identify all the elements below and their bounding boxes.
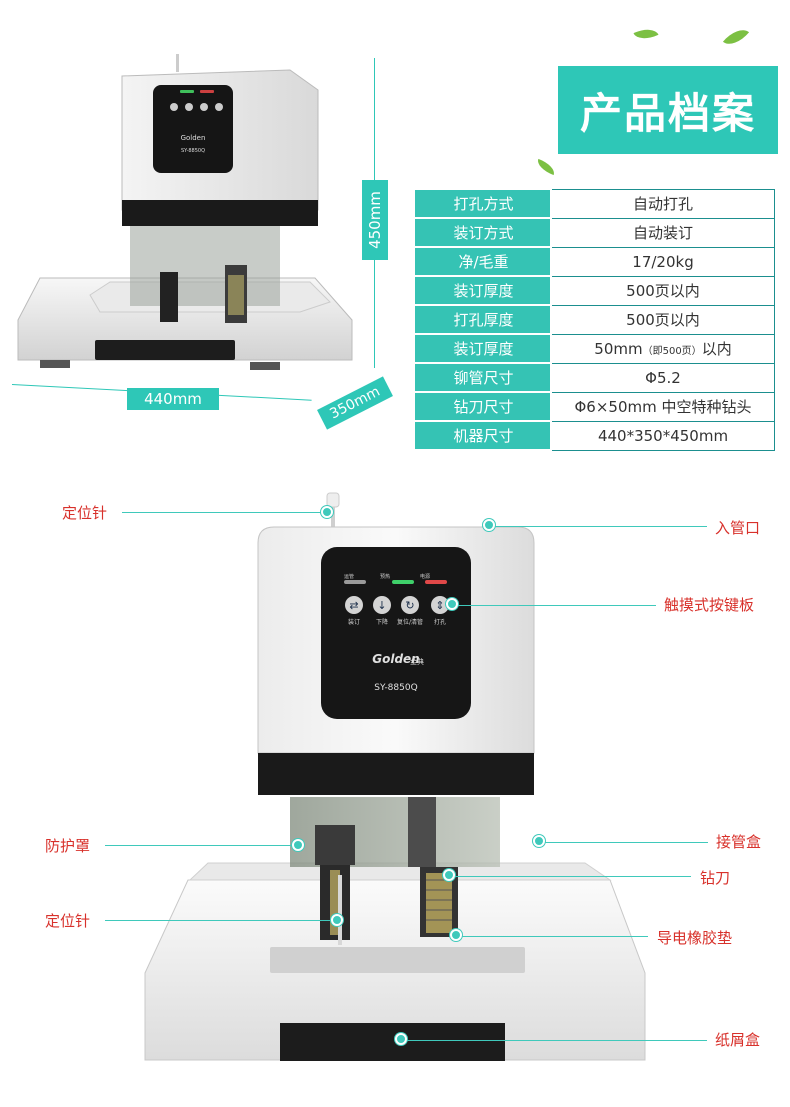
svg-text:SY-8850Q: SY-8850Q (181, 148, 205, 154)
button-label: 打孔 (433, 619, 446, 626)
table-row: 打孔厚度 500页以内 (415, 304, 775, 335)
spec-key: 装订厚度 (415, 333, 552, 364)
machine-small-illustration: Golden SY-8850Q (17, 54, 353, 370)
spec-key: 装订厚度 (415, 275, 552, 306)
callout-tube-inlet: 入管口 (715, 519, 761, 537)
spec-value: 500页以内 (550, 304, 775, 335)
callout-dot (446, 598, 458, 610)
spec-value: Φ6×50mm 中空特种钻头 (550, 391, 775, 422)
table-row: 净/毛重 17/20kg (415, 246, 775, 277)
spec-value: 自动装订 (550, 217, 775, 248)
leaf-decoration (534, 158, 558, 176)
callout-dot (395, 1033, 407, 1045)
callout-drill: 钻刀 (700, 869, 731, 887)
indicator-label: 运管 (344, 574, 355, 580)
callout-line (495, 526, 707, 527)
callout-touch-panel: 触摸式按键板 (664, 596, 755, 614)
callout-dot (331, 914, 343, 926)
spec-key: 净/毛重 (415, 246, 552, 277)
indicator-light (425, 580, 447, 584)
spec-value: 17/20kg (550, 246, 775, 277)
callout-positioning-pin-top: 定位针 (62, 504, 108, 522)
spec-value: 自动打孔 (550, 188, 775, 219)
leaf-decoration (722, 23, 750, 51)
table-row: 铆管尺寸 Φ5.2 (415, 362, 775, 393)
leaf-decoration (633, 23, 659, 45)
spec-key: 机器尺寸 (415, 420, 552, 451)
callout-rubber-pad: 导电橡胶垫 (657, 929, 733, 947)
callout-dot (533, 835, 545, 847)
callout-line (105, 845, 295, 846)
callout-line (407, 1040, 707, 1041)
callout-tube-box: 接管盒 (716, 833, 762, 851)
callout-line (455, 876, 691, 877)
indicator-light (392, 580, 414, 584)
table-row: 装订厚度 500页以内 (415, 275, 775, 306)
spec-value-main: 50mm (594, 340, 643, 358)
spec-value: 50mm（即500页）以内 (550, 333, 775, 364)
indicator-label: 预热 (380, 574, 391, 580)
callout-dot (321, 506, 333, 518)
spec-key: 装订方式 (415, 217, 552, 248)
reset-icon[interactable]: ↻ (401, 596, 419, 614)
svg-text:SY-8850Q: SY-8850Q (374, 683, 417, 693)
spec-value-note: （即500页） (642, 346, 702, 357)
callout-positioning-pin-bottom: 定位针 (45, 912, 91, 930)
drill-icon[interactable]: ⇕ (431, 596, 449, 614)
spec-key: 钻刀尺寸 (415, 391, 552, 422)
callout-scrap-box: 纸屑盒 (715, 1031, 761, 1049)
callout-line (458, 605, 656, 606)
table-row: 装订方式 自动装订 (415, 217, 775, 248)
table-row: 装订厚度 50mm（即500页）以内 (415, 333, 775, 364)
spec-value-tail: 以内 (701, 340, 732, 358)
bind-icon[interactable]: ⇄ (345, 596, 363, 614)
table-row: 打孔方式 自动打孔 (415, 188, 775, 219)
spec-table: 打孔方式 自动打孔 装订方式 自动装订 净/毛重 17/20kg 装订厚度 50… (415, 188, 775, 451)
svg-text:Golden: Golden (372, 652, 419, 666)
height-dimension-label: 450mm (362, 180, 388, 260)
svg-text:Golden: Golden (181, 134, 206, 142)
callout-dot (443, 869, 455, 881)
page-title: 产品档案 (558, 66, 778, 154)
indicator-light (344, 580, 366, 584)
callout-line (122, 512, 327, 513)
table-row: 钻刀尺寸 Φ6×50mm 中空特种钻头 (415, 391, 775, 422)
indicator-label: 电源 (420, 574, 431, 580)
callout-line (462, 936, 648, 937)
button-label: 复位/清管 (396, 619, 424, 626)
table-row: 机器尺寸 440*350*450mm (415, 420, 775, 451)
button-label: 下降 (375, 619, 388, 626)
spec-key: 打孔厚度 (415, 304, 552, 335)
spec-value: 440*350*450mm (550, 420, 775, 451)
spec-value: Φ5.2 (550, 362, 775, 393)
callout-dot (450, 929, 462, 941)
machine-large-illustration: Golden SY-8850Q (144, 492, 646, 1061)
callout-line (105, 920, 331, 921)
callout-guard: 防护罩 (45, 837, 91, 855)
callout-dot (483, 519, 495, 531)
spec-key: 铆管尺寸 (415, 362, 552, 393)
spec-key: 打孔方式 (415, 188, 552, 219)
callout-dot (292, 839, 304, 851)
width-dimension-label: 440mm (127, 388, 219, 410)
down-icon[interactable]: ↓ (373, 596, 391, 614)
spec-value: 500页以内 (550, 275, 775, 306)
callout-line (545, 842, 708, 843)
button-label: 装订 (347, 619, 360, 626)
brand-cn-label: 金典 (410, 658, 424, 666)
